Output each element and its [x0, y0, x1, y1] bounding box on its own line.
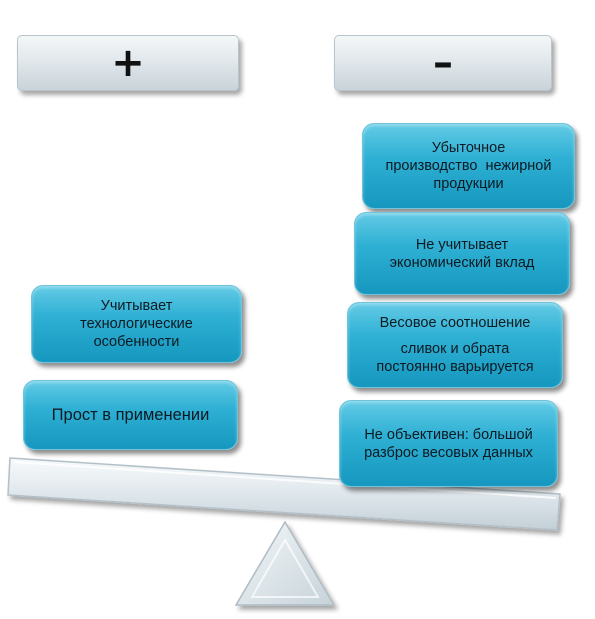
- card-text: разброс весовых данных: [364, 444, 533, 461]
- card-text: Весовое соотношение: [379, 315, 531, 331]
- card-text: Не объективен: большой: [364, 426, 533, 443]
- card-text: сливок и обрата: [400, 341, 510, 357]
- card-text: Не учитывает: [415, 236, 509, 253]
- pro-card: Учитывает технологические особенности: [31, 285, 242, 363]
- cons-header: –: [334, 35, 552, 91]
- card-text: постоянно варьируется: [376, 359, 534, 375]
- card-text: экономический вклад: [389, 254, 535, 271]
- card-text: продукции: [433, 176, 504, 192]
- card-text: технологические: [80, 316, 193, 332]
- card-text: Прост в применении: [51, 406, 210, 424]
- con-card: Весовое соотношение сливок и обрата пост…: [347, 302, 563, 388]
- con-card: Не учитывает экономический вклад: [354, 212, 570, 295]
- con-card: Не объективен: большой разброс весовых д…: [339, 400, 558, 487]
- con-card: Убыточное производство нежирной продукци…: [362, 123, 575, 209]
- pro-card: Прост в применении: [23, 380, 238, 450]
- fulcrum-triangle: [234, 520, 336, 606]
- card-text: особенности: [93, 334, 180, 350]
- card-text: Убыточное: [431, 140, 506, 156]
- pros-header: +: [17, 35, 239, 91]
- minus-sign: –: [433, 40, 453, 86]
- card-text: Учитывает: [100, 298, 173, 314]
- plus-sign: +: [111, 40, 145, 86]
- card-text: производство нежирной: [385, 158, 552, 174]
